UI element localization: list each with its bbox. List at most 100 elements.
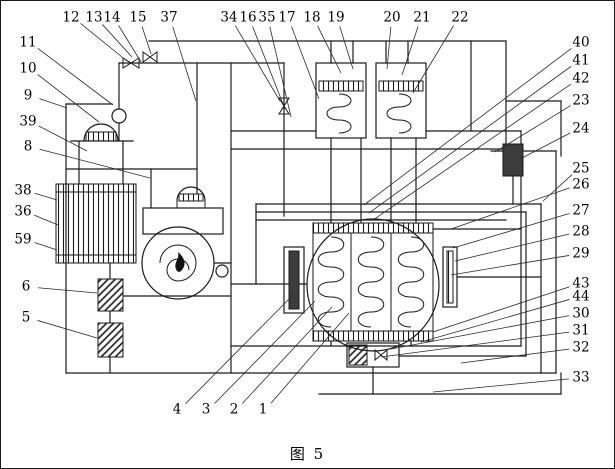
leader-line-38 [34,192,58,201]
callout-1: 1 [259,402,268,418]
leader-line-22 [412,25,454,94]
piping-network [65,40,562,395]
dome-absorber-1 [83,123,119,142]
leader-line-24 [519,132,571,160]
leader-line-37 [172,26,197,102]
callout-34: 34 [220,10,237,26]
leader-line-4 [185,294,294,404]
leader-line-32 [460,348,570,364]
filter-blocks [97,278,124,358]
leader-line-27 [452,213,570,249]
callout-3: 3 [202,402,211,418]
callout-18: 18 [303,10,320,26]
callout-8: 8 [24,139,33,155]
callout-39: 39 [19,114,36,130]
callout-24: 24 [572,121,589,137]
callout-17: 17 [278,10,295,26]
leader-line-17 [291,26,320,100]
leader-line-18 [317,25,342,74]
callout-16: 16 [239,10,256,26]
callout-42: 42 [572,71,589,87]
callout-41: 41 [572,53,589,69]
leader-line-21 [401,26,419,76]
callout-10: 10 [19,61,36,77]
callout-19: 19 [327,10,344,26]
callout-13: 13 [85,10,102,26]
leader-line-43 [432,286,570,333]
callout-35: 35 [258,10,275,26]
leader-line-2 [241,306,333,404]
leader-line-28 [454,233,570,262]
callout-27: 27 [572,203,589,219]
callout-11: 11 [19,35,36,51]
leader-line-1 [270,312,350,404]
callout-25: 25 [572,161,589,177]
condenser-block [502,143,524,177]
leader-line-23 [494,105,571,153]
leader-line-6 [37,287,98,294]
callout-23: 23 [572,93,589,109]
leader-line-15 [141,26,152,55]
callout-59: 59 [14,232,31,248]
left-electrode-bar [283,246,305,314]
callout-26: 26 [572,177,589,193]
leader-line-59 [34,242,58,251]
leader-line-34 [234,25,281,102]
leader-line-20 [386,26,392,70]
callout-36: 36 [14,204,31,220]
leader-line-3 [214,300,316,404]
leader-line-33 [432,378,570,393]
flame-icon [175,252,185,272]
left-heat-exchanger [55,183,137,264]
leader-line-40 [363,48,572,206]
callout-40: 40 [572,35,589,51]
callout-29: 29 [572,246,589,262]
generator-coil-1 [315,62,367,139]
leader-line-12 [80,23,128,62]
callout-38: 38 [14,183,31,199]
leader-line-19 [339,26,354,70]
leader-line-10 [37,74,100,123]
callout-15: 15 [129,10,146,26]
leader-line-9 [39,98,68,109]
shutoff-valves [122,51,290,115]
leader-line-29 [450,255,570,276]
leader-line-13 [102,24,133,58]
leader-line-26 [450,187,570,230]
solution-pump [111,108,127,124]
leader-line-11 [37,47,114,106]
leader-line-39 [38,125,88,152]
callout-22: 22 [451,10,468,26]
callout-5: 5 [22,310,31,326]
leader-line-30 [390,315,570,350]
callout-6: 6 [22,279,31,295]
figure-caption: 图 5 [289,445,326,463]
callout-12: 12 [62,10,79,26]
leader-line-25 [542,174,573,202]
callout-21: 21 [413,10,430,26]
dome-absorber-2 [176,186,206,208]
callout-2: 2 [230,402,239,418]
leader-line-36 [34,214,59,226]
burner-unit [141,207,229,300]
generator-coil-2 [375,62,427,139]
leader-line-35 [269,26,292,118]
leader-line-14 [118,25,142,63]
callout-20: 20 [383,10,400,26]
callout-14: 14 [103,10,120,26]
callout-37: 37 [160,10,177,26]
leader-line-42 [372,83,572,221]
callout-4: 4 [173,402,182,418]
leader-line-31 [380,331,570,358]
leader-line-44 [420,299,570,343]
leader-line-41 [368,65,572,214]
right-electrode-bar [442,246,458,308]
leader-line-5 [37,320,98,339]
callout-44: 44 [572,289,589,305]
callout-9: 9 [24,88,33,104]
callout-31: 31 [572,323,589,339]
leader-line-16 [252,26,286,110]
